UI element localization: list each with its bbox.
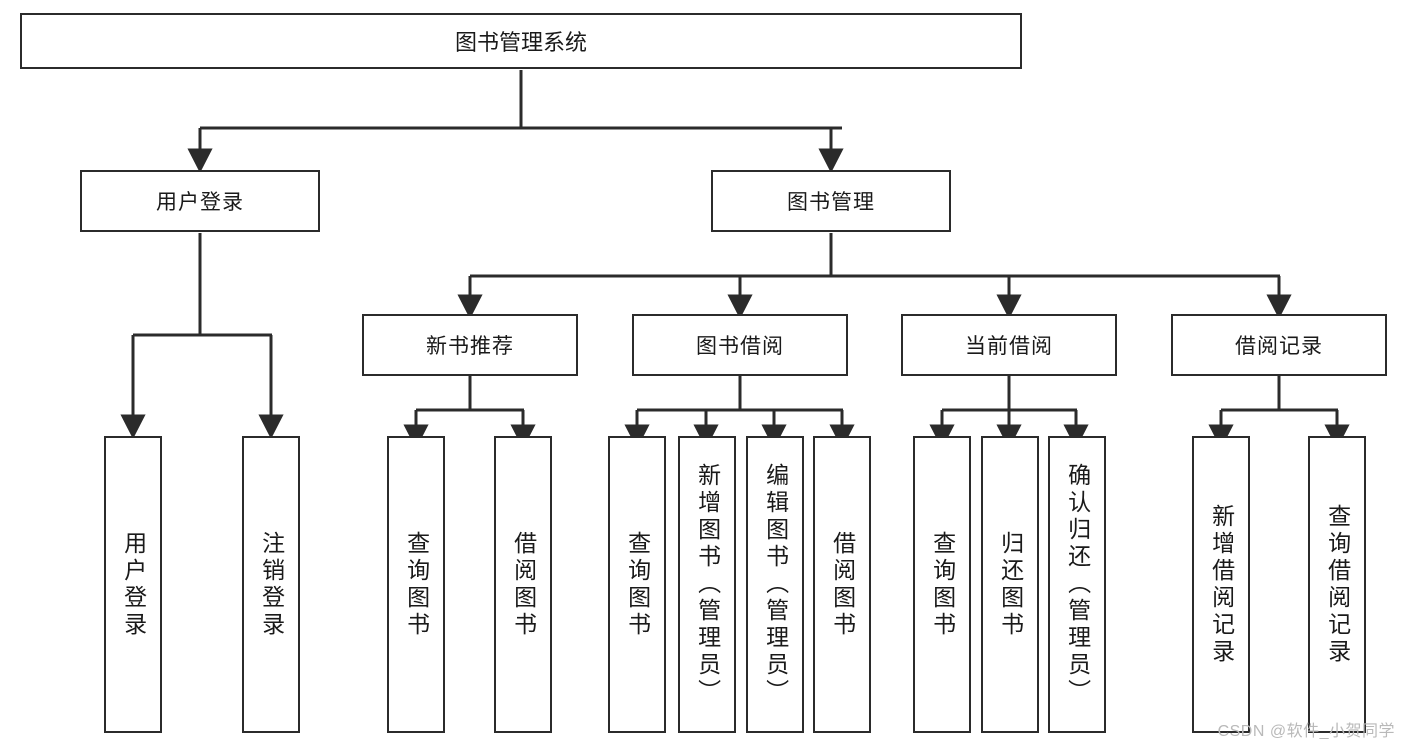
leaf-current-return-book[interactable]: 归还图书	[981, 436, 1039, 733]
leaf-new-book-borrow-book[interactable]: 借阅图书	[494, 436, 552, 733]
leaf-user-login-logout[interactable]: 注销登录	[242, 436, 300, 733]
node-root-system[interactable]: 图书管理系统	[20, 13, 1022, 69]
node-new-book-recommend[interactable]: 新书推荐	[362, 314, 578, 376]
leaf-record-add-record[interactable]: 新增借阅记录	[1192, 436, 1250, 733]
leaf-label: 借阅图书	[829, 530, 856, 639]
leaf-borrow-query-book[interactable]: 查询图书	[608, 436, 666, 733]
leaf-label: 查询图书	[403, 530, 430, 639]
leaf-record-query-record[interactable]: 查询借阅记录	[1308, 436, 1366, 733]
leaf-label: 编辑图书（管理员）	[762, 463, 789, 706]
leaf-label: 借阅图书	[510, 530, 537, 639]
leaf-label: 注销登录	[258, 530, 285, 639]
watermark-text: CSDN @软件_小贺同学	[1217, 723, 1395, 740]
node-current-borrow[interactable]: 当前借阅	[901, 314, 1117, 376]
node-book-borrow[interactable]: 图书借阅	[632, 314, 848, 376]
node-user-login[interactable]: 用户登录	[80, 170, 320, 232]
leaf-borrow-borrow-book[interactable]: 借阅图书	[813, 436, 871, 733]
leaf-label: 用户登录	[120, 530, 147, 639]
node-book-management[interactable]: 图书管理	[711, 170, 951, 232]
leaf-label: 归还图书	[997, 530, 1024, 639]
leaf-new-book-query-book[interactable]: 查询图书	[387, 436, 445, 733]
leaf-label: 新增借阅记录	[1208, 503, 1235, 666]
leaf-user-login-login[interactable]: 用户登录	[104, 436, 162, 733]
leaf-label: 查询图书	[624, 530, 651, 639]
leaf-current-confirm-return-admin[interactable]: 确认归还（管理员）	[1048, 436, 1106, 733]
leaf-current-query-book[interactable]: 查询图书	[913, 436, 971, 733]
leaf-borrow-add-book-admin[interactable]: 新增图书（管理员）	[678, 436, 736, 733]
node-borrow-record[interactable]: 借阅记录	[1171, 314, 1387, 376]
leaf-label: 查询图书	[929, 530, 956, 639]
leaf-label: 确认归还（管理员）	[1064, 463, 1091, 706]
leaf-label: 新增图书（管理员）	[694, 463, 721, 706]
leaf-label: 查询借阅记录	[1324, 503, 1351, 666]
leaf-borrow-edit-book-admin[interactable]: 编辑图书（管理员）	[746, 436, 804, 733]
